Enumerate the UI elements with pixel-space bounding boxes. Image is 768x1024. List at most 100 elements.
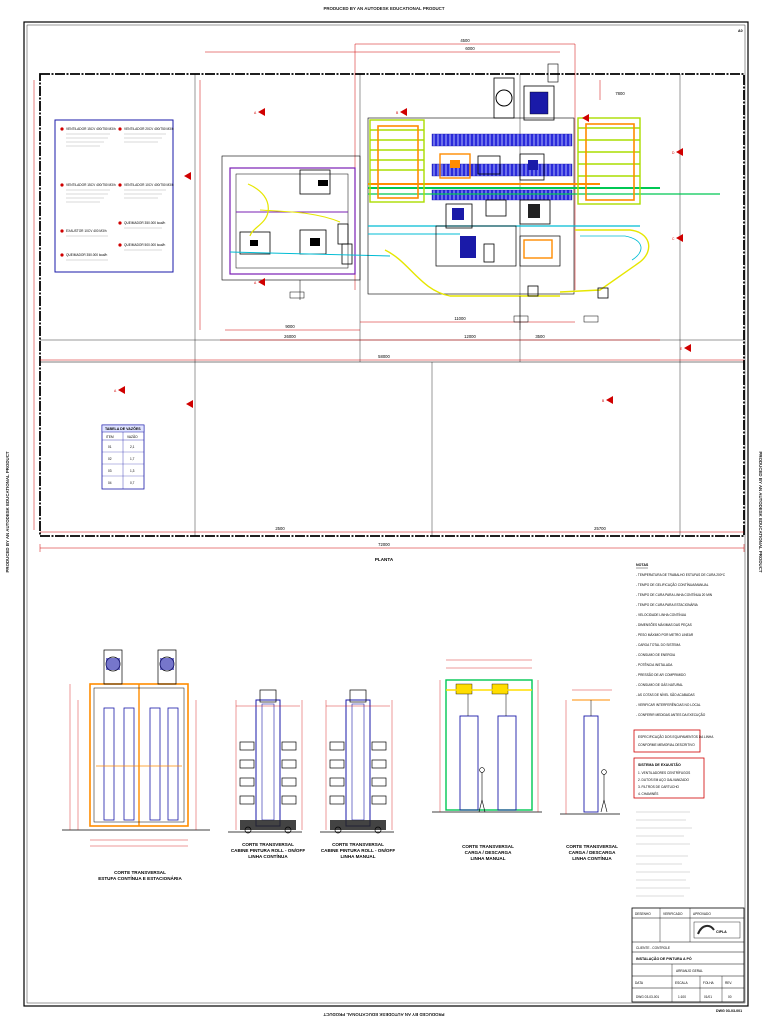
note-item: - CONSUMO DE GÁS NATURAL bbox=[636, 683, 683, 687]
red-box-2-line: SISTEMA DE EXAUSTÃO bbox=[638, 762, 681, 767]
section-2-line3: LINHA CONTÍNUA bbox=[248, 852, 288, 859]
note-item: - DIMENSÕES MÁXIMAS DAS PEÇAS bbox=[636, 622, 692, 627]
red-box-2-line: 3. FILTROS DE CARTUCHO bbox=[638, 785, 679, 789]
plan-dim-7: 6000 bbox=[465, 46, 475, 51]
section-5-line1: CORTE TRANSVERSAL bbox=[566, 844, 618, 849]
svg-text:B: B bbox=[602, 399, 605, 403]
note-item: - POTÊNCIA INSTALADA bbox=[636, 662, 673, 667]
plan-title: PLANTA bbox=[375, 557, 394, 562]
title-field: VERIFICADO bbox=[663, 912, 683, 916]
section-5-line3: LINHA CONTÍNUA bbox=[572, 854, 612, 861]
section-3-line1: CORTE TRANSVERSAL bbox=[332, 842, 384, 847]
section-markers: A A B C D E A B bbox=[114, 108, 691, 408]
title-field: REV. bbox=[725, 981, 732, 985]
legend-item: VENTILADOR 10CV 400/750 M3/h bbox=[124, 183, 174, 187]
section-3-line3: LINHA MANUAL bbox=[340, 854, 375, 859]
flow-table-cell: 01 bbox=[108, 445, 112, 449]
section-4-line1: CORTE TRANSVERSAL bbox=[462, 844, 514, 849]
red-box-2-line: 2. DUTOS EM AÇO GALVANIZADO bbox=[638, 778, 690, 782]
section-1-line2: ESTUFA CONTÍNUA E ESTACIONÁRIA bbox=[98, 874, 182, 881]
section-2-line1: CORTE TRANSVERSAL bbox=[242, 842, 294, 847]
building-outline bbox=[39, 73, 745, 537]
legend-item: QUEIMADOR 500.000 kcal/h bbox=[124, 243, 166, 247]
plan-dim-6: 9000 bbox=[285, 324, 295, 329]
plan-dim-11: 25700 bbox=[594, 526, 606, 531]
note-item: - PRESSÃO DE AR COMPRIMIDO bbox=[636, 672, 686, 677]
note-item: - TEMPERATURA DE TRABALHO ESTUFAS DE CUR… bbox=[636, 573, 726, 577]
plan-dim-12: 7800 bbox=[615, 91, 625, 96]
note-item: - VELOCIDADE LINHA CONTÍNUA bbox=[636, 613, 687, 617]
section-5-line2: CARGA / DESCARGA bbox=[569, 850, 616, 855]
watermark-bottom: PRODUCED BY AN AUTODESK EDUCATIONAL PROD… bbox=[323, 1012, 444, 1017]
legend-items: VENTILADOR 15CV 400/750 M3/h VENTILADOR … bbox=[60, 127, 174, 261]
title-sheet: 01/01 bbox=[704, 995, 712, 999]
flow-table-cell: 02 bbox=[108, 457, 112, 461]
flow-table-cell: 2,1 bbox=[130, 445, 135, 449]
note-item: - AS COTAS DE NÍVEL SÃO ACABADAS bbox=[636, 692, 695, 697]
title-drawing-no: DWG 03-03-001 bbox=[636, 995, 659, 999]
legend-item: VENTILADOR 15CV 400/750 M3/h bbox=[66, 183, 116, 187]
title-revision: 00 bbox=[728, 995, 732, 999]
svg-text:A0: A0 bbox=[738, 29, 743, 33]
plan-dim-9: 3500 bbox=[535, 334, 545, 339]
plan-dim-3: 26000 bbox=[284, 334, 296, 339]
red-box-1-line: ESPECIFICAÇÃO DOS EQUIPAMENTOS DA LINHA bbox=[638, 734, 714, 739]
company-logo: CIPLA bbox=[693, 921, 741, 939]
svg-text:D: D bbox=[672, 151, 675, 155]
legend-item: QUEIMADOR 350.000 kcal/h bbox=[66, 253, 108, 257]
title-field: DESENHO bbox=[635, 912, 651, 916]
plan-dim-2: 58000 bbox=[378, 354, 390, 359]
section-views: CORTE TRANSVERSAL ESTUFA CONTÍNUA E ESTA… bbox=[62, 649, 620, 881]
title-block: CIPLA DESENHO VERIFICADO APROVADO CLIENT… bbox=[631, 907, 745, 1003]
svg-text:B: B bbox=[396, 111, 399, 115]
title-scale: 1:100 bbox=[678, 995, 686, 999]
note-item: - TEMPO DE GELIFICAÇÃO CONTÍNUA/MANUAL bbox=[636, 582, 709, 587]
section-cabine-manual: CORTE TRANSVERSAL CABINE PINTURA ROLL - … bbox=[320, 689, 395, 859]
section-1-line1: CORTE TRANSVERSAL bbox=[114, 870, 166, 875]
title-field: DATA bbox=[635, 981, 644, 985]
svg-text:A: A bbox=[254, 281, 257, 285]
red-box-1 bbox=[633, 729, 701, 753]
plan-dim-10: 2500 bbox=[275, 526, 285, 531]
notes-block: NOTAS - TEMPERATURA DE TRABALHO ESTUFAS … bbox=[633, 563, 726, 897]
watermark-right: PRODUCED BY AN AUTODESK EDUCATIONAL PROD… bbox=[758, 451, 763, 572]
svg-text:E: E bbox=[680, 347, 683, 351]
note-item: - CONFERIR MEDIDAS ANTES DA EXECUÇÃO bbox=[636, 712, 706, 717]
section-4-line3: LINHA MANUAL bbox=[470, 856, 505, 861]
red-box-2 bbox=[633, 757, 705, 799]
section-3-line2: CABINE PINTURA ROLL - ON/OFF bbox=[321, 848, 395, 853]
note-item: - TEMPO DE CURA PARA ESTACIONÁRIA bbox=[636, 603, 699, 607]
note-item: - VERIFICAR INTERFERÊNCIAS NO LOCAL bbox=[636, 702, 701, 707]
flow-table-title: TABELA DE VAZÕES bbox=[105, 426, 141, 431]
legend-item: VENTILADOR 15CV 400/750 M3/h bbox=[66, 127, 116, 131]
plan-dim-8: 4500 bbox=[460, 38, 470, 43]
sheet-inner-border bbox=[26, 24, 746, 1004]
plan-dim-5: 11000 bbox=[454, 316, 466, 321]
note-item: - CONSUMO DE ENERGIA bbox=[636, 653, 676, 657]
section-4-line2: CARGA / DESCARGA bbox=[465, 850, 512, 855]
title-field: ESCALA bbox=[675, 981, 688, 985]
section-estufa: CORTE TRANSVERSAL ESTUFA CONTÍNUA E ESTA… bbox=[62, 649, 210, 881]
flow-table-cell: 1,3 bbox=[130, 469, 135, 473]
note-item: - PESO MÁXIMO POR METRO LINEAR bbox=[636, 633, 694, 637]
section-carga-manual: CORTE TRANSVERSAL CARGA / DESCARGA LINHA… bbox=[432, 659, 542, 861]
watermark-top: PRODUCED BY AN AUTODESK EDUCATIONAL PROD… bbox=[323, 6, 444, 11]
flow-table-header: ITEM bbox=[106, 435, 114, 439]
plan-total-dim: 72000 bbox=[378, 542, 390, 547]
notes-title: NOTAS bbox=[636, 563, 649, 567]
legend-item: VENTILADOR 20CV 400/750 M3/h bbox=[124, 127, 174, 131]
sheet-border bbox=[23, 21, 749, 1007]
flow-table-cell: 04 bbox=[108, 481, 112, 485]
title-field: APROVADO bbox=[693, 912, 711, 916]
flow-table-header: VAZÃO bbox=[127, 434, 138, 439]
svg-text:A: A bbox=[254, 111, 257, 115]
red-box-2-line: 1. VENTILADORES CENTRÍFUGOS bbox=[638, 771, 690, 775]
oven-conveyor bbox=[367, 63, 720, 330]
svg-text:C: C bbox=[672, 237, 675, 241]
legend-item: QUEIMADOR 350.000 kcal/h bbox=[124, 221, 166, 225]
red-box-1-line: CONFORME MEMORIAL DESCRITIVO bbox=[638, 743, 695, 747]
section-cabine-continua: CORTE TRANSVERSAL CABINE PINTURA ROLL - … bbox=[228, 689, 305, 859]
title-main: INSTALAÇÃO DE PINTURA A PÓ bbox=[636, 956, 692, 961]
flow-table-cell: 0,7 bbox=[130, 481, 135, 485]
